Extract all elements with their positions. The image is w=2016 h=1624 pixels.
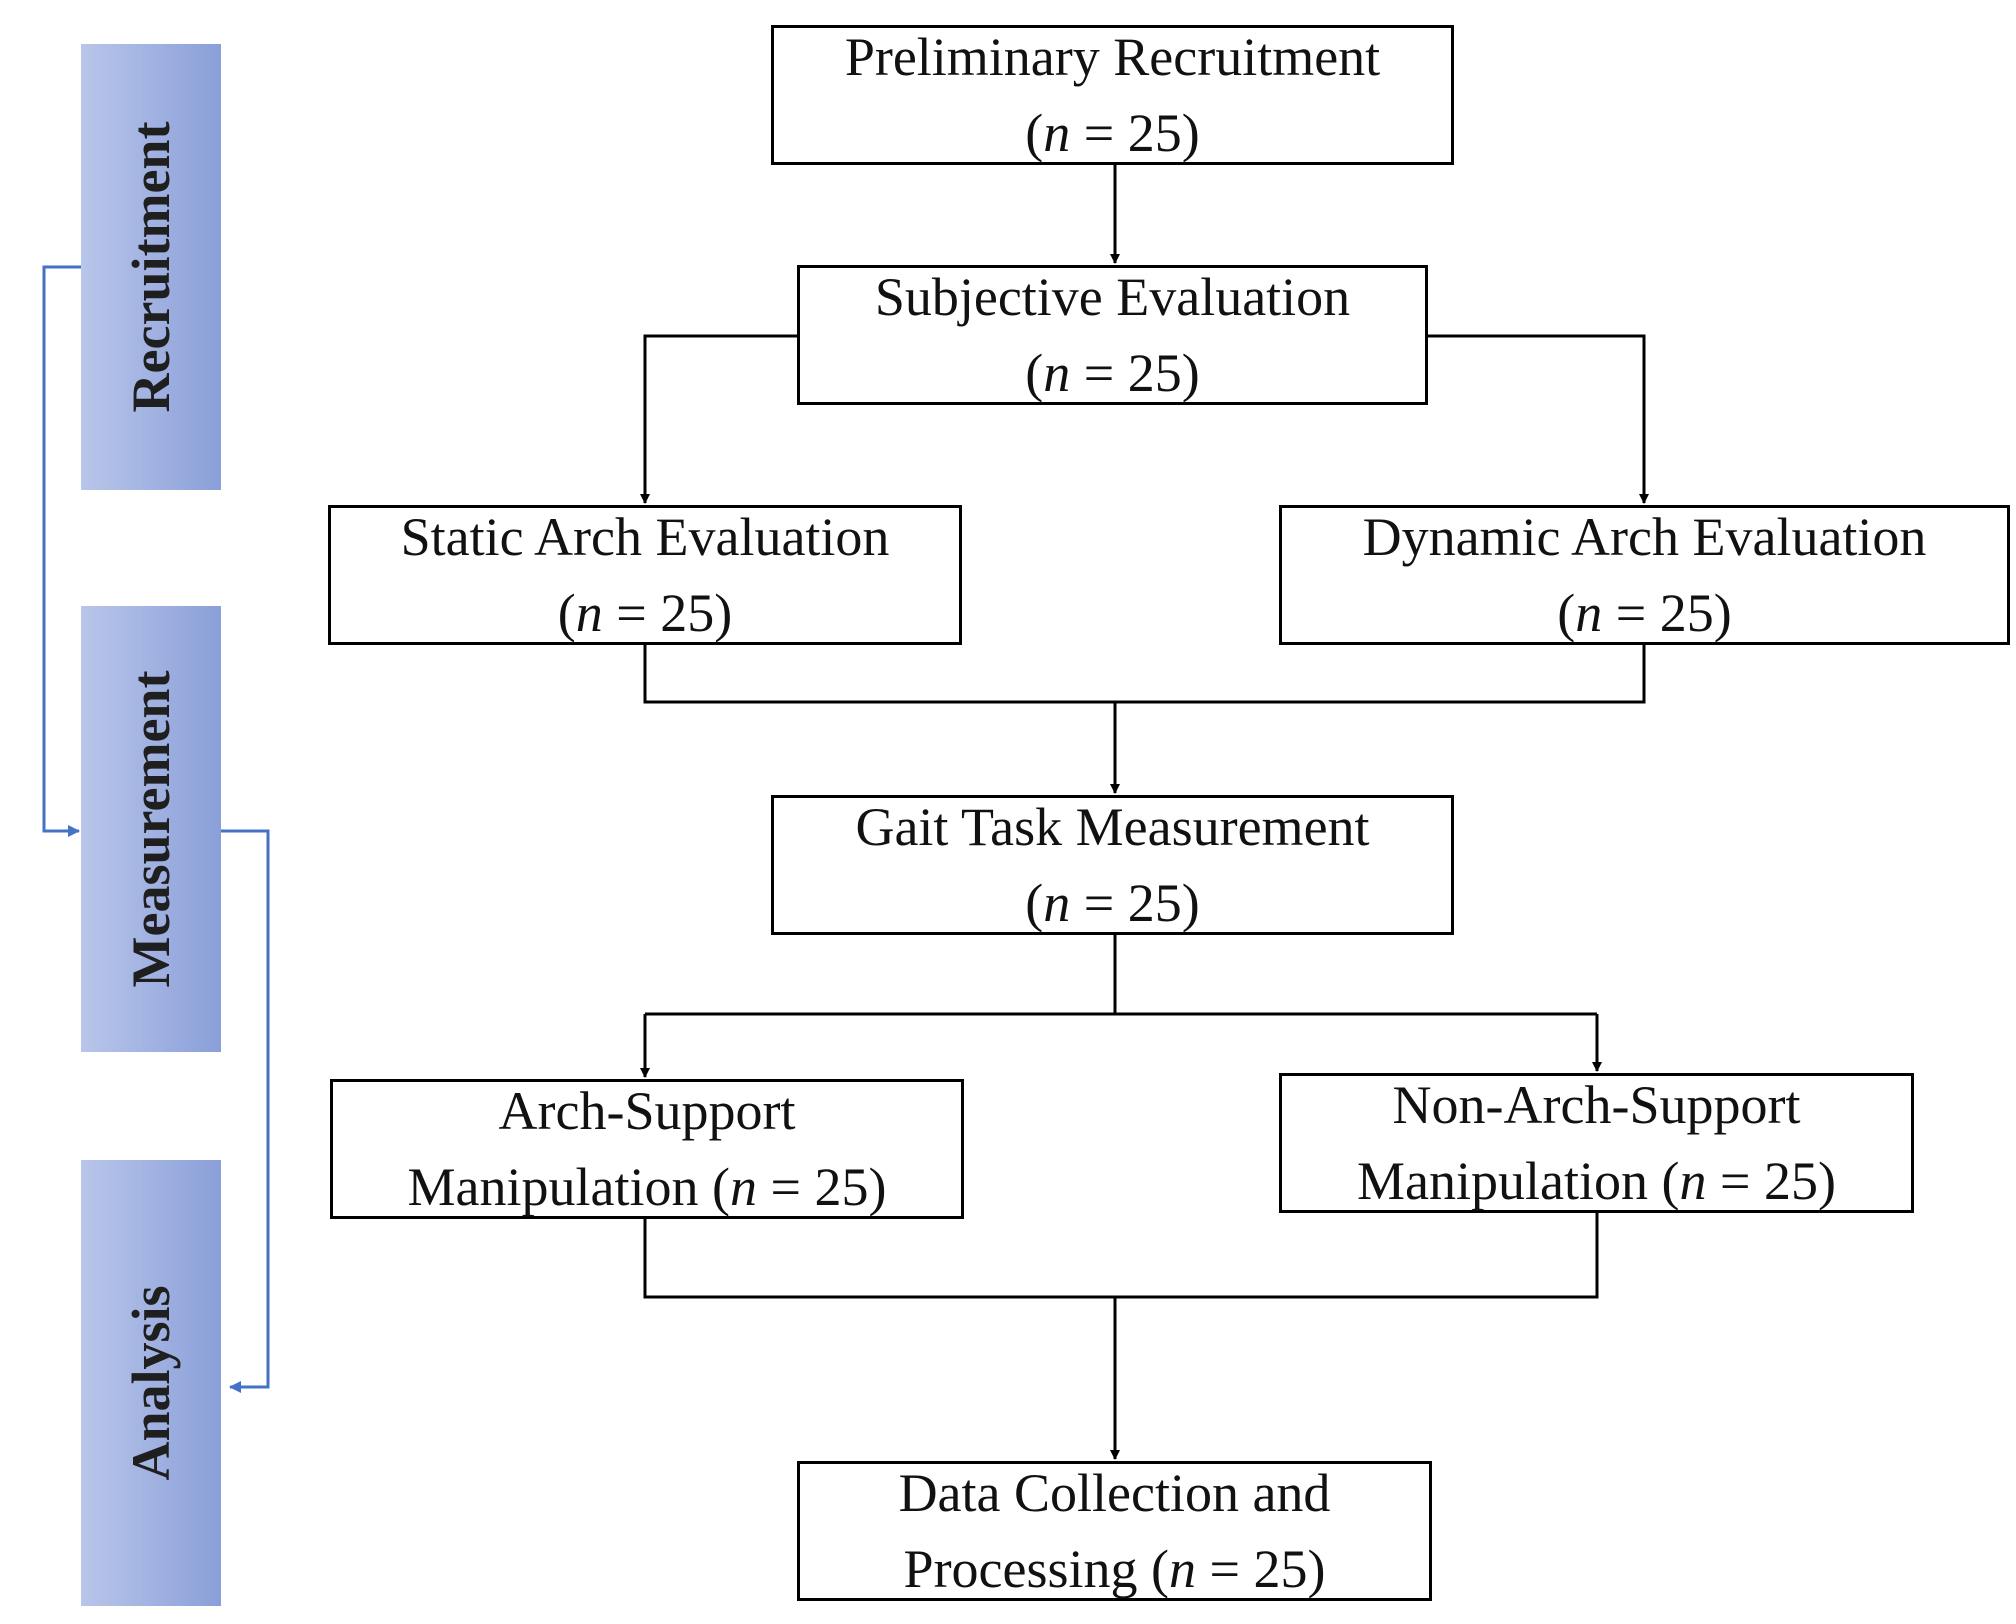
preliminary-recruitment-box: Preliminary Recruitment (n = 25)	[771, 25, 1454, 165]
box-count: Processing (n = 25)	[903, 1539, 1326, 1599]
dynamic-arch-evaluation-box: Dynamic Arch Evaluation (n = 25)	[1279, 505, 2010, 645]
phase-analysis-label: Analysis	[121, 1285, 181, 1481]
box-title: Arch-Support	[498, 1081, 796, 1141]
arch-support-manipulation-box: Arch-Support Manipulation (n = 25)	[330, 1079, 964, 1219]
phase-measurement: Measurement	[81, 606, 221, 1052]
box-count: (n = 25)	[557, 583, 733, 643]
box-count: (n = 25)	[1025, 103, 1200, 163]
merge-static-dynamic	[643, 645, 1646, 704]
phase-recruitment-label: Recruitment	[121, 121, 181, 413]
non-arch-support-manipulation-box: Non-Arch-Support Manipulation (n = 25)	[1279, 1073, 1914, 1213]
phase-analysis: Analysis	[81, 1160, 221, 1606]
measurement-to-analysis-connector	[221, 829, 270, 1393]
box-title: Non-Arch-Support	[1392, 1075, 1801, 1135]
static-arch-evaluation-box: Static Arch Evaluation (n = 25)	[328, 505, 962, 645]
merge-manipulations	[643, 1212, 1599, 1299]
box-title: Gait Task Measurement	[855, 797, 1370, 857]
box-title: Static Arch Evaluation	[400, 507, 890, 567]
box-count: Manipulation (n = 25)	[1357, 1151, 1836, 1211]
box-title: Data Collection and	[898, 1463, 1331, 1523]
arrow-subjective-to-dynamic	[1428, 334, 1649, 504]
gait-task-measurement-box: Gait Task Measurement (n = 25)	[771, 795, 1454, 935]
subjective-evaluation-box: Subjective Evaluation (n = 25)	[797, 265, 1428, 405]
box-title: Dynamic Arch Evaluation	[1362, 507, 1927, 567]
box-count: (n = 25)	[1557, 583, 1732, 643]
box-count: (n = 25)	[1025, 343, 1200, 403]
data-collection-processing-box: Data Collection and Processing (n = 25)	[797, 1461, 1432, 1601]
box-title: Subjective Evaluation	[874, 267, 1351, 327]
arrow-subjective-to-static	[640, 334, 797, 504]
phase-measurement-label: Measurement	[121, 670, 181, 988]
box-title: Preliminary Recruitment	[844, 27, 1381, 87]
recruitment-to-measurement-connector	[42, 265, 81, 837]
box-count: (n = 25)	[1025, 873, 1200, 933]
box-count: Manipulation (n = 25)	[407, 1157, 887, 1217]
phase-recruitment: Recruitment	[81, 44, 221, 490]
